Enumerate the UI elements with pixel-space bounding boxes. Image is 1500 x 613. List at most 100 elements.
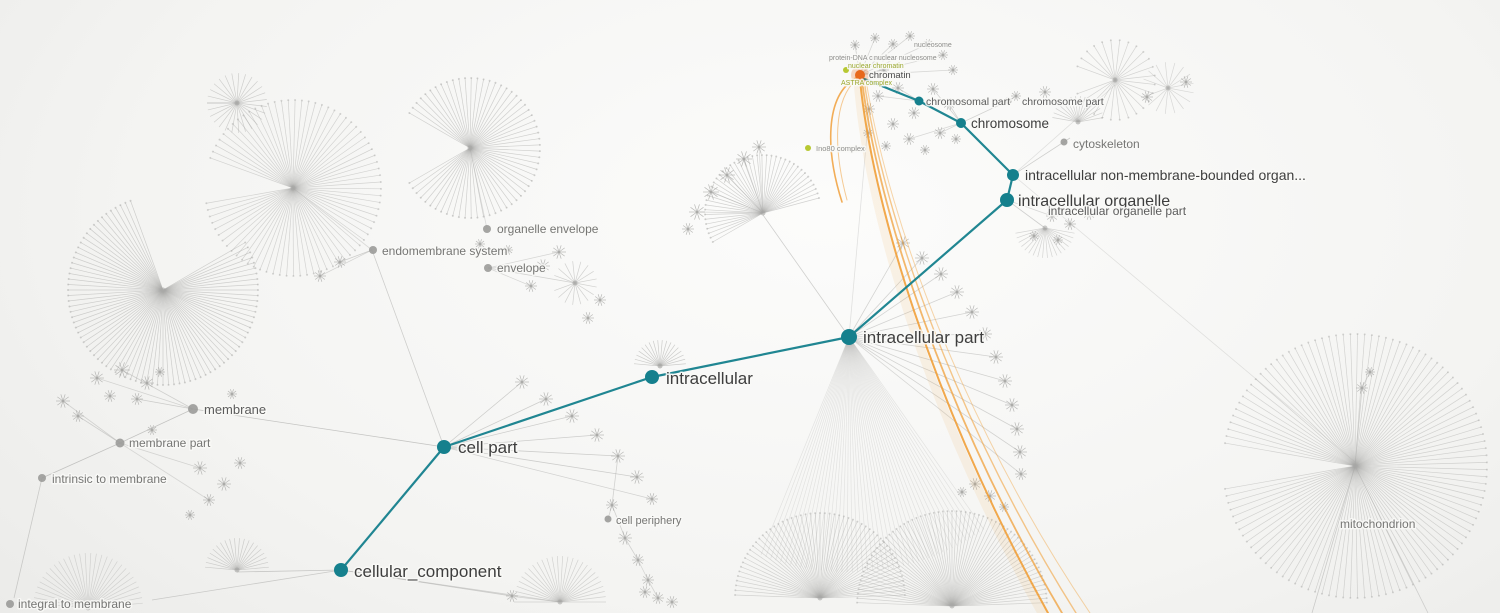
asterisk-node	[934, 127, 946, 139]
node-label[interactable]: membrane	[203, 401, 268, 419]
asterisk-node	[1015, 468, 1027, 480]
fan-cluster	[760, 334, 985, 572]
node-label[interactable]: cell part	[457, 437, 520, 459]
gray-edge	[848, 257, 923, 338]
gray-edge	[443, 446, 638, 478]
accent-node[interactable]	[843, 67, 849, 73]
orange-edge	[861, 79, 1063, 613]
asterisk-node	[646, 493, 658, 505]
fan-cluster	[704, 154, 821, 243]
node-label[interactable]: intracellular organelle part	[1047, 203, 1189, 220]
gray-edge	[487, 251, 560, 269]
asterisk-node	[652, 592, 664, 604]
gray-node[interactable]	[604, 515, 612, 523]
node-label[interactable]: envelope	[496, 260, 548, 277]
node-label[interactable]: intracellular organelle	[1017, 192, 1172, 212]
asterisk-node	[948, 65, 958, 75]
gray-edge	[859, 69, 954, 76]
node-label[interactable]: intracellular	[665, 368, 755, 390]
asterisk-node	[887, 118, 899, 130]
gray-edge	[743, 158, 764, 214]
gray-node[interactable]	[1004, 97, 1012, 105]
gray-node[interactable]	[369, 246, 377, 254]
node-label[interactable]: integral to membrane	[17, 596, 134, 613]
gray-node[interactable]	[483, 225, 491, 233]
gray-edge	[848, 311, 973, 338]
gray-edge	[339, 249, 373, 263]
asterisk-node	[888, 39, 898, 49]
gray-edge	[696, 211, 764, 214]
graph-node-chromosomal-part[interactable]	[914, 96, 924, 106]
node-label[interactable]: cell periphery	[615, 514, 684, 529]
gray-node[interactable]	[1060, 138, 1068, 146]
node-label[interactable]: protein-DNA complex	[828, 54, 898, 64]
asterisk-node	[147, 425, 157, 435]
gray-edge	[1012, 174, 1356, 463]
gray-edge	[1311, 465, 1356, 613]
node-label[interactable]: nuclear nucleosome	[873, 54, 939, 64]
graph-node-cellular-component[interactable]	[334, 563, 348, 577]
node-label[interactable]: chromosome part	[1021, 95, 1106, 110]
fan-cluster	[205, 538, 269, 573]
graph-node-cell-part[interactable]	[437, 440, 451, 454]
node-label[interactable]: nucleosome	[913, 41, 954, 51]
gray-node[interactable]	[188, 404, 198, 414]
node-label[interactable]: intracellular non-membrane-bounded organ…	[1024, 166, 1308, 185]
gray-edge	[371, 249, 445, 448]
asterisk-node	[90, 371, 104, 385]
gray-edge	[908, 122, 962, 140]
node-label[interactable]: organelle envelope	[496, 221, 601, 238]
gray-edge	[236, 569, 342, 573]
node-label[interactable]: chromosomal part	[925, 95, 1012, 110]
graph-node-intracellular-non-membrane-bounded-organelle[interactable]	[1007, 169, 1019, 181]
asterisk-node	[515, 375, 529, 389]
graph-node-intracellular[interactable]	[645, 370, 659, 384]
node-label[interactable]: membrane part	[128, 435, 213, 452]
node-label[interactable]: Ino80 complex	[815, 143, 867, 155]
asterisk-node	[475, 239, 485, 249]
gray-edge	[758, 146, 764, 214]
graph-node-intracellular-organelle[interactable]	[1000, 193, 1014, 207]
graph-node-intracellular-part[interactable]	[841, 329, 857, 345]
orange-edge	[837, 78, 858, 201]
accent-node[interactable]	[855, 70, 865, 80]
node-label[interactable]: intrinsic to membrane	[51, 471, 169, 488]
gray-node[interactable]	[6, 600, 14, 608]
gray-node[interactable]	[115, 438, 125, 448]
accent-node[interactable]	[805, 145, 811, 151]
node-label[interactable]: cytoskeleton	[1072, 136, 1142, 153]
gray-edge	[647, 579, 659, 599]
gray-edge	[1012, 84, 1116, 176]
gray-edge	[859, 37, 876, 76]
teal-edge	[960, 122, 1014, 176]
teal-edge	[651, 335, 850, 379]
asterisk-node	[632, 554, 644, 566]
node-label[interactable]: ASTRA complex	[840, 79, 894, 89]
asterisk-node	[938, 50, 948, 60]
graph-node-chromosome[interactable]	[956, 118, 966, 128]
asterisk-node	[618, 531, 632, 545]
gray-node[interactable]	[484, 264, 492, 272]
gray-node[interactable]	[38, 474, 46, 482]
gray-edge	[848, 291, 958, 338]
node-label[interactable]: cellular_component	[353, 561, 504, 583]
asterisk-node	[682, 223, 694, 235]
node-label[interactable]: endomembrane system	[381, 243, 509, 260]
node-label[interactable]: nuclear chromatin	[847, 62, 906, 72]
node-label[interactable]: intracellular part	[862, 327, 986, 349]
gray-edge	[136, 398, 194, 410]
node-label[interactable]: mitochondrion	[1339, 516, 1417, 533]
gray-edge	[192, 408, 445, 448]
gray-edge	[1354, 387, 1363, 467]
asterisk-node	[582, 312, 594, 324]
orange-edge	[865, 79, 1091, 613]
gray-edge	[611, 455, 619, 506]
node-label[interactable]: chromatin	[868, 69, 913, 83]
node-label[interactable]: chromosome	[970, 115, 1051, 133]
gray-edge	[77, 415, 121, 444]
gray-edge	[292, 187, 373, 251]
asterisk-node	[506, 590, 518, 602]
gray-edge	[848, 336, 1018, 430]
